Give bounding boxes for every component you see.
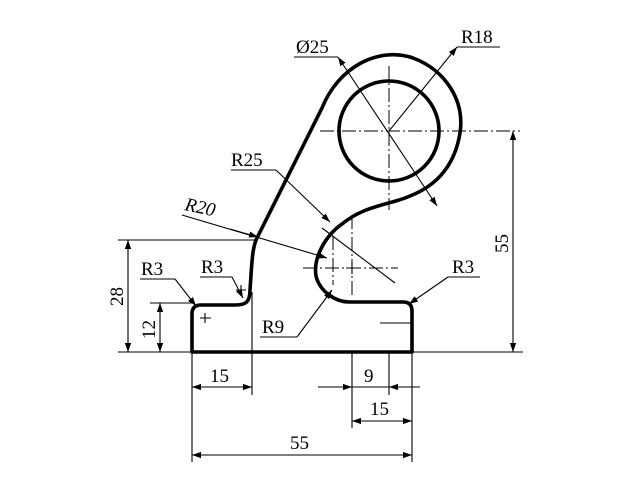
r25-label: R25 [231, 150, 263, 171]
r3-left-leader [174, 278, 197, 307]
dim15-right-label: 15 [370, 399, 389, 420]
r3-right-label: R3 [452, 257, 474, 278]
r18-label: R18 [461, 27, 493, 48]
r3-right-leader [408, 276, 449, 305]
dia25-leader [337, 56, 438, 207]
center-mark-left [200, 313, 211, 323]
dim55-vertical-label: 55 [492, 234, 513, 253]
r20-label: R20 [182, 194, 218, 221]
r9-leader [296, 289, 333, 338]
r3-mid-label: R3 [201, 257, 223, 278]
r9-label: R9 [262, 317, 284, 338]
r20-extension [229, 228, 259, 238]
r25-center-line [321, 227, 396, 284]
center-mark-r9 [346, 262, 358, 274]
r3-mid-leader [231, 276, 244, 299]
dim55-bottom-label: 55 [290, 433, 309, 454]
r3-left-label: R3 [141, 259, 163, 280]
dim28-label: 28 [107, 287, 128, 306]
r25-leader [275, 169, 331, 223]
part-outline [190, 52, 463, 354]
r18-leader [388, 46, 458, 132]
dim15-left-label: 15 [210, 366, 229, 387]
dim9-label: 9 [364, 366, 374, 387]
dim12-label: 12 [139, 320, 160, 339]
dia25-label: Ø25 [296, 37, 329, 58]
